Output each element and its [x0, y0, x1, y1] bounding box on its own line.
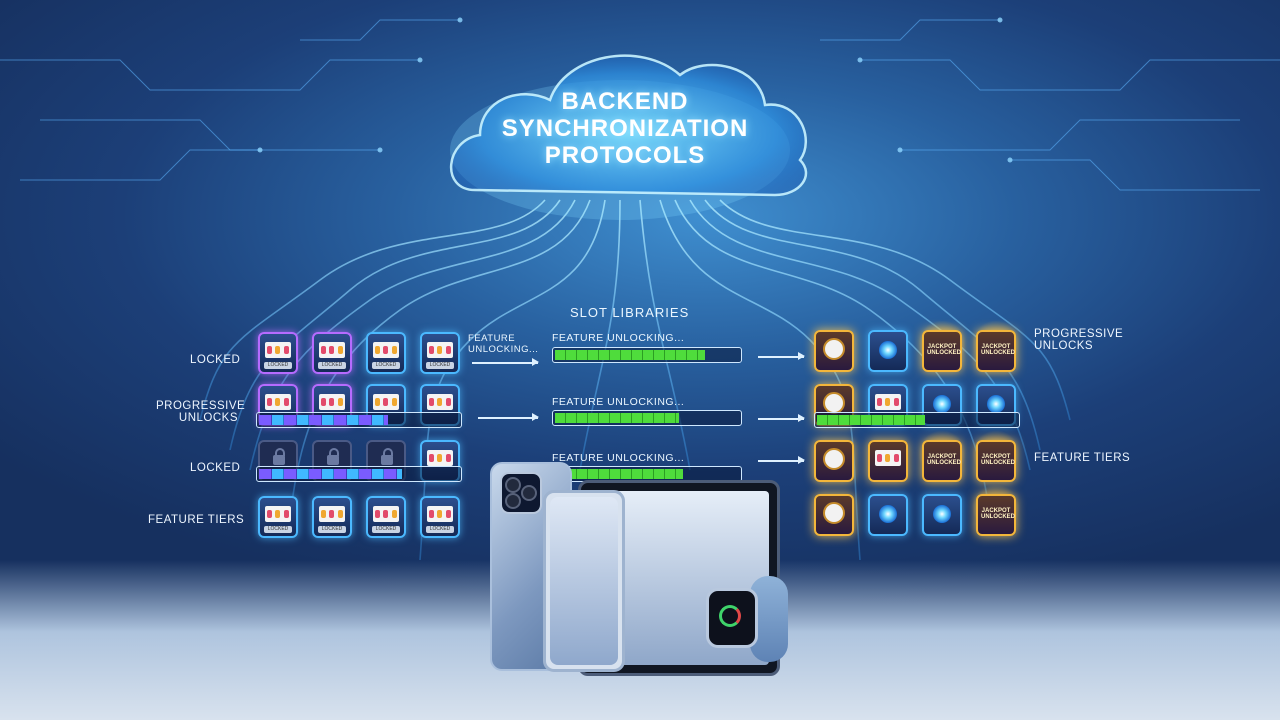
slot-tile[interactable]: LOCKED [366, 332, 406, 374]
clock-icon [823, 392, 845, 414]
jackpot-icon: JACKPOT UNLOCKED [927, 344, 961, 356]
orb-icon [879, 505, 897, 523]
slot-tile[interactable]: LOCKED [420, 332, 460, 374]
slot-machine-icon [265, 394, 291, 410]
slot-machine-icon [265, 506, 291, 522]
locked-tag: LOCKED [264, 362, 292, 369]
jackpot-tile[interactable]: JACKPOT UNLOCKED [976, 494, 1016, 536]
cloud-shape [449, 54, 808, 197]
arrow-right-icon [758, 415, 805, 421]
section-label: SLOT LIBRARIES [570, 305, 690, 320]
jackpot-icon: JACKPOT UNLOCKED [927, 454, 961, 466]
phone-front-device [543, 490, 625, 672]
unlocked-tile[interactable] [868, 494, 908, 536]
first-row-note: FEATURE UNLOCKING... [468, 333, 539, 355]
arrow-right-icon [478, 414, 539, 420]
right-row-label-3: FEATURE TIERS [1034, 452, 1131, 464]
progress-fill [259, 469, 402, 479]
lock-icon [273, 448, 285, 465]
slot-machine-icon [319, 394, 345, 410]
progress-fill [555, 350, 706, 360]
slot-tile[interactable] [868, 440, 908, 482]
cloud-title-line-3: Protocols [544, 142, 706, 169]
locked-tag: LOCKED [426, 362, 454, 369]
locked-tag: LOCKED [318, 362, 346, 369]
clock-icon [823, 338, 845, 360]
clock-icon [823, 502, 845, 524]
lock-icon [327, 448, 339, 465]
locked-tag: LOCKED [264, 526, 292, 533]
orb-icon [987, 395, 1005, 413]
arrow-right-icon [758, 457, 805, 463]
middle-caption-1: FEATURE UNLOCKING... [552, 332, 685, 344]
arrow-right-icon [472, 359, 539, 365]
unlocked-tile[interactable] [922, 494, 962, 536]
clock-icon [823, 448, 845, 470]
jackpot-icon: JACKPOT UNLOCKED [981, 344, 1015, 356]
progress-fill [555, 469, 683, 479]
middle-progress-bar-1 [552, 347, 742, 363]
arrow-right-icon [758, 353, 805, 359]
progress-fill [817, 415, 926, 425]
right-row-label-1: PROGRESSIVE UNLOCKS [1034, 328, 1124, 352]
slot-tile[interactable]: LOCKED [366, 496, 406, 538]
right-progress-bar [814, 412, 1020, 428]
slot-machine-icon [875, 394, 901, 410]
slot-machine-icon [427, 394, 453, 410]
middle-progress-bar-2 [552, 410, 742, 426]
lock-icon [381, 448, 393, 465]
unlocked-tile[interactable] [868, 330, 908, 372]
unlocked-tile[interactable] [814, 330, 854, 372]
cloud-title: Backend Synchronization Protocols [460, 88, 790, 169]
locked-tag: LOCKED [372, 362, 400, 369]
slot-machine-icon [373, 394, 399, 410]
jackpot-tile[interactable]: JACKPOT UNLOCKED [922, 330, 962, 372]
row-label-4: FEATURE TIERS [148, 514, 245, 526]
progress-fill [259, 415, 388, 425]
slot-tile[interactable]: LOCKED [258, 496, 298, 538]
slot-tile[interactable]: LOCKED [312, 496, 352, 538]
smartwatch-device [706, 570, 796, 662]
progress-fill [555, 413, 679, 423]
slot-machine-icon [319, 342, 345, 358]
locked-tag: LOCKED [372, 526, 400, 533]
activity-ring-icon [719, 605, 741, 627]
left-progress-bar-2 [256, 466, 462, 482]
middle-caption-3: FEATURE UNLOCKING... [552, 452, 685, 464]
jackpot-tile[interactable]: JACKPOT UNLOCKED [976, 440, 1016, 482]
slot-machine-icon [427, 450, 453, 466]
row-label-3: LOCKED [190, 462, 241, 474]
camera-icon [500, 472, 542, 514]
slot-machine-icon [373, 342, 399, 358]
jackpot-tile[interactable]: JACKPOT UNLOCKED [922, 440, 962, 482]
row-label-2: PROGRESSIVE UNLOCKS [156, 400, 246, 424]
slot-machine-icon [427, 506, 453, 522]
orb-icon [933, 505, 951, 523]
jackpot-tile[interactable]: JACKPOT UNLOCKED [976, 330, 1016, 372]
unlocked-tile[interactable] [814, 440, 854, 482]
jackpot-icon: JACKPOT UNLOCKED [981, 508, 1015, 520]
slot-tile[interactable]: LOCKED [258, 332, 298, 374]
slot-machine-icon [265, 342, 291, 358]
middle-caption-2: FEATURE UNLOCKING... [552, 396, 685, 408]
orb-icon [879, 341, 897, 359]
locked-tag: LOCKED [318, 526, 346, 533]
phone-screen [550, 497, 618, 665]
watch-face [706, 588, 758, 648]
locked-tag: LOCKED [426, 526, 454, 533]
cloud-title-line-2: Synchronization [501, 115, 749, 142]
unlocked-tile[interactable] [814, 494, 854, 536]
slot-machine-icon [875, 450, 901, 466]
cloud-title-line-1: Backend [561, 88, 689, 115]
slot-machine-icon [427, 342, 453, 358]
row-label-1: LOCKED [190, 354, 241, 366]
slot-machine-icon [319, 506, 345, 522]
left-progress-bar-1 [256, 412, 462, 428]
orb-icon [933, 395, 951, 413]
slot-tile[interactable]: LOCKED [420, 496, 460, 538]
jackpot-icon: JACKPOT UNLOCKED [981, 454, 1015, 466]
slot-tile[interactable]: LOCKED [312, 332, 352, 374]
slot-machine-icon [373, 506, 399, 522]
